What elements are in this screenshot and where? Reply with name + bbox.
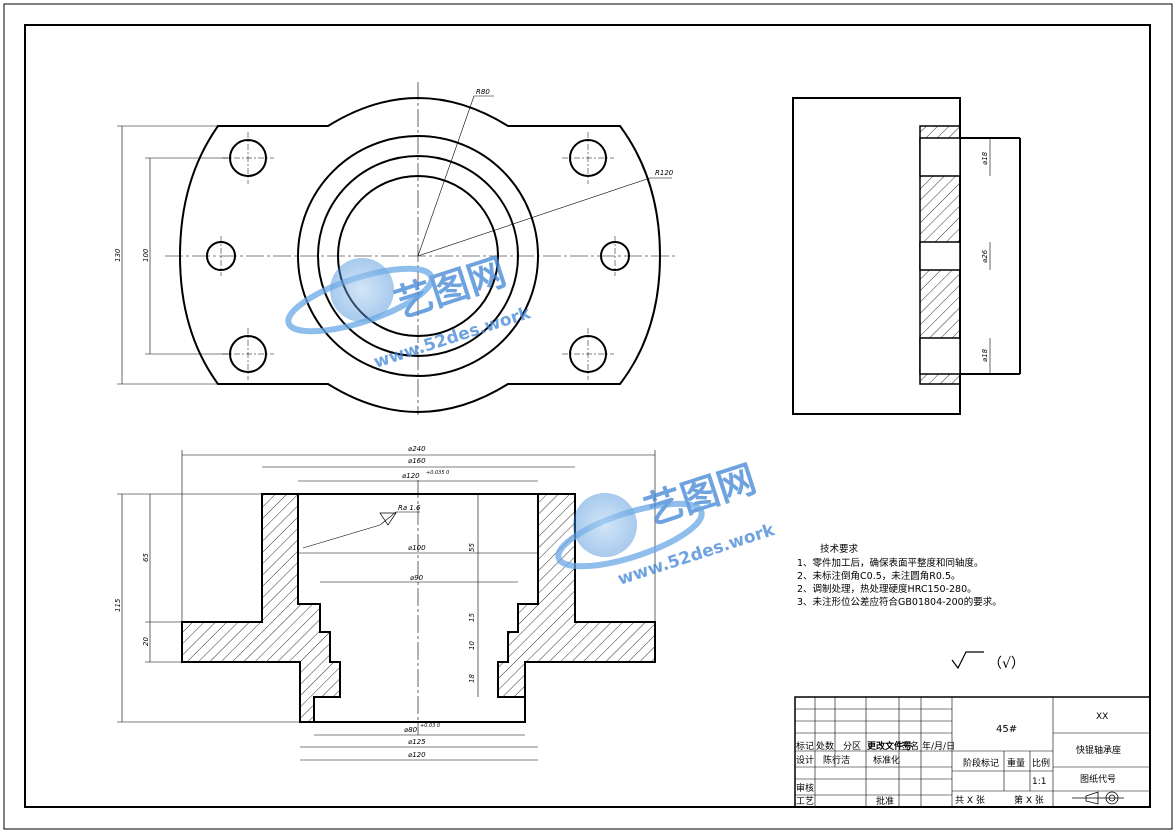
dim-65: 65 — [142, 553, 150, 562]
svg-text:标准化: 标准化 — [873, 754, 900, 766]
dim-80-tol-sup: +0.03 0 — [420, 723, 440, 729]
dim-18: 18 — [468, 674, 476, 683]
svg-text:www.52des.work: www.52des.work — [371, 303, 533, 373]
drawing-code: 图纸代号 — [1080, 773, 1116, 785]
svg-text:阶段标记: 阶段标记 — [963, 757, 999, 769]
dim-130: 130 — [114, 248, 122, 262]
dim-100: 100 — [142, 248, 150, 262]
dim-hole-18-bottom: ⌀18 — [981, 348, 989, 362]
svg-text:陈行洁: 陈行洁 — [823, 754, 850, 766]
dim-hole-26: ⌀26 — [981, 249, 989, 263]
dim-15: 15 — [468, 613, 476, 622]
roughness-ra: Ra 1.6 — [398, 504, 421, 512]
dim-20: 20 — [142, 637, 150, 646]
dim-240: ⌀240 — [408, 445, 426, 453]
dim-80-tol: ⌀80 — [404, 726, 418, 734]
watermark-2: 艺图网 www.52des.work — [555, 456, 778, 590]
dim-120-tol-sup: +0.035 0 — [426, 470, 449, 476]
svg-text:审核: 审核 — [796, 782, 814, 794]
dim-115: 115 — [114, 598, 122, 612]
section-view — [117, 450, 656, 761]
side-view — [792, 97, 1021, 415]
requirement-1: 1、零件加工后，确保表面平整度和同轴度。 — [797, 557, 984, 569]
projection-symbol — [1072, 791, 1124, 805]
svg-text:设计: 设计 — [796, 754, 814, 766]
title-block — [794, 696, 1151, 808]
svg-text:处数: 处数 — [816, 740, 834, 752]
company: XX — [1096, 712, 1108, 722]
flange-outline — [178, 97, 662, 413]
material: 45# — [996, 724, 1017, 735]
inner-frame — [24, 24, 1151, 808]
svg-text:标记: 标记 — [796, 740, 814, 752]
surface-roughness-symbol — [951, 651, 984, 670]
dim-r120: R120 — [655, 169, 674, 177]
outer-frame — [3, 3, 1173, 830]
svg-text:批准: 批准 — [876, 795, 894, 807]
dim-100-bore: ⌀100 — [408, 544, 426, 552]
dim-160: ⌀160 — [408, 457, 426, 465]
part-name: 快锟轴承座 — [1076, 744, 1121, 756]
svg-text:工艺: 工艺 — [796, 796, 814, 807]
scale: 1:1 — [1032, 777, 1046, 787]
dim-125: ⌀125 — [408, 738, 426, 746]
svg-text:重量: 重量 — [1007, 757, 1025, 769]
svg-text:共 X 张: 共 X 张 — [955, 795, 985, 806]
title-block-text: 标记 处数 分区 更改文件号 签名 年/月/日 设计 陈行洁 标准化 审核 工艺… — [796, 712, 1121, 807]
requirement-2: 2、未标注倒角C0.5，未注圆角R0.5。 — [797, 570, 961, 582]
dim-90: ⌀90 — [410, 574, 424, 582]
svg-text:比例: 比例 — [1032, 757, 1050, 769]
requirements-title: 技术要求 — [820, 543, 859, 555]
dim-r80: R80 — [476, 88, 490, 96]
dim-120-bottom: ⌀120 — [408, 751, 426, 759]
dim-hole-18-top: ⌀18 — [981, 151, 989, 165]
top-view — [117, 82, 675, 415]
dim-120-tol: ⌀120 — [402, 472, 420, 480]
svg-text:第 X 张: 第 X 张 — [1014, 794, 1044, 806]
svg-text:分区: 分区 — [843, 741, 861, 752]
requirement-3: 2、调制处理，热处理硬度HRC150-280。 — [797, 583, 977, 595]
svg-text:签名: 签名 — [901, 740, 919, 752]
svg-text:年/月/日: 年/月/日 — [922, 740, 955, 752]
requirement-4: 3、未注形位公差应符合GB01804-200的要求。 — [797, 596, 1002, 608]
svg-text:更改文件号: 更改文件号 — [867, 740, 912, 752]
dim-10: 10 — [468, 641, 476, 650]
technical-requirements: 技术要求 1、零件加工后，确保表面平整度和同轴度。 2、未标注倒角C0.5，未注… — [797, 543, 1002, 608]
surface-symbol-note: （√） — [988, 656, 1025, 672]
dim-55: 55 — [468, 543, 476, 552]
